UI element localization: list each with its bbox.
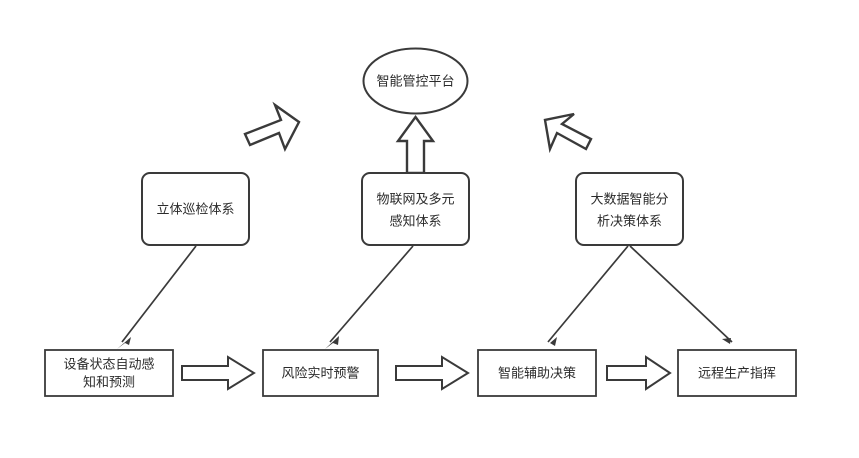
node-risk-alert[interactable]: 风险实时预警 <box>262 349 379 397</box>
smart-decision-support-box <box>477 349 597 397</box>
equipment-status-label-line2: 知和预测 <box>83 375 135 391</box>
risk-alert-label: 风险实时预警 <box>281 366 359 382</box>
flow-arrow-3 <box>606 355 672 391</box>
iot-sensing-system-label-line1: 物联网及多元 <box>376 192 454 208</box>
flow-arrow-1 <box>181 355 256 391</box>
bent-arrow-left <box>243 101 301 152</box>
platform-ellipse <box>362 47 469 115</box>
bigdata-decision-system-label-line2: 析决策体系 <box>597 214 662 230</box>
block-arrow-right-icon <box>395 355 470 391</box>
inspection-system-box <box>141 172 250 246</box>
remote-production-command-label: 远程生产指挥 <box>698 367 776 382</box>
bigdata-decision-system-label-line1: 大数据智能分 <box>590 193 668 208</box>
platform-label: 智能管控平台 <box>376 75 454 90</box>
node-inspection-system[interactable]: 立体巡检体系 <box>141 172 250 246</box>
bent-block-arrow-up-left-icon <box>543 112 593 154</box>
bent-arrow-right <box>543 112 593 154</box>
connector-line <box>121 245 197 343</box>
arrowhead-icon <box>325 336 339 349</box>
node-smart-decision-support[interactable]: 智能辅助决策 <box>477 349 597 397</box>
connector-line <box>629 245 733 343</box>
connector-bigdata-to-decision <box>543 245 629 349</box>
node-bigdata-decision-system[interactable]: 大数据智能分 析决策体系 <box>575 172 684 246</box>
arrowhead-icon <box>722 338 738 349</box>
inspection-system-label: 立体巡检体系 <box>156 203 234 218</box>
connector-line <box>329 245 414 343</box>
block-arrow-right-icon <box>606 355 672 391</box>
flow-arrow-2 <box>395 355 470 391</box>
up-arrow-center <box>395 114 436 175</box>
equipment-status-label-line1: 设备状态自动感 <box>63 357 154 373</box>
arrowhead-icon <box>117 337 131 349</box>
arrowhead-icon <box>543 337 557 349</box>
bigdata-decision-system-box <box>575 172 684 246</box>
connector-line <box>547 245 629 343</box>
block-arrow-right-icon <box>181 355 256 391</box>
node-remote-production-command[interactable]: 远程生产指挥 <box>677 349 797 397</box>
smart-decision-support-label: 智能辅助决策 <box>498 366 576 382</box>
equipment-status-box <box>44 349 174 397</box>
node-equipment-status[interactable]: 设备状态自动感 知和预测 <box>44 349 174 397</box>
node-platform[interactable]: 智能管控平台 <box>362 47 469 115</box>
connector-bigdata-to-command <box>629 245 738 349</box>
remote-production-command-box <box>677 349 797 397</box>
block-arrow-up-outline-icon <box>395 114 436 175</box>
risk-alert-box <box>262 349 379 397</box>
iot-sensing-system-label-line2: 感知体系 <box>389 214 441 230</box>
node-iot-sensing-system[interactable]: 物联网及多元 感知体系 <box>361 172 470 246</box>
connector-iot-to-risk <box>325 245 414 349</box>
connector-inspection-to-equipment <box>117 245 197 349</box>
iot-sensing-system-box <box>361 172 470 246</box>
bent-block-arrow-up-right-icon <box>243 101 301 152</box>
